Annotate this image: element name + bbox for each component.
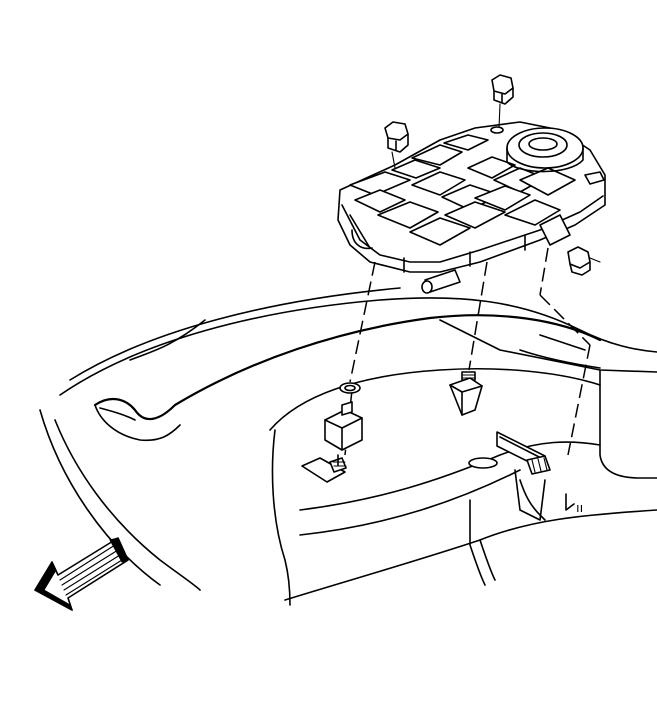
callout-label: ıı — [576, 500, 583, 515]
mounting-nut-rear — [567, 246, 601, 276]
stud-bracket-left — [301, 454, 347, 483]
mounting-nut-left — [384, 121, 409, 169]
isolator-left — [324, 382, 363, 451]
stud-bracket-right — [526, 455, 551, 475]
callout-marker: ıı — [565, 493, 583, 515]
panel-slot — [468, 457, 498, 469]
coolant-reservoir — [337, 121, 606, 294]
vehicle-body-structure — [39, 287, 657, 606]
front-direction-arrow-icon — [34, 537, 129, 612]
mounting-nut-right — [490, 74, 514, 134]
isolator-right — [449, 371, 483, 416]
assembly-leader-lines — [344, 247, 591, 471]
